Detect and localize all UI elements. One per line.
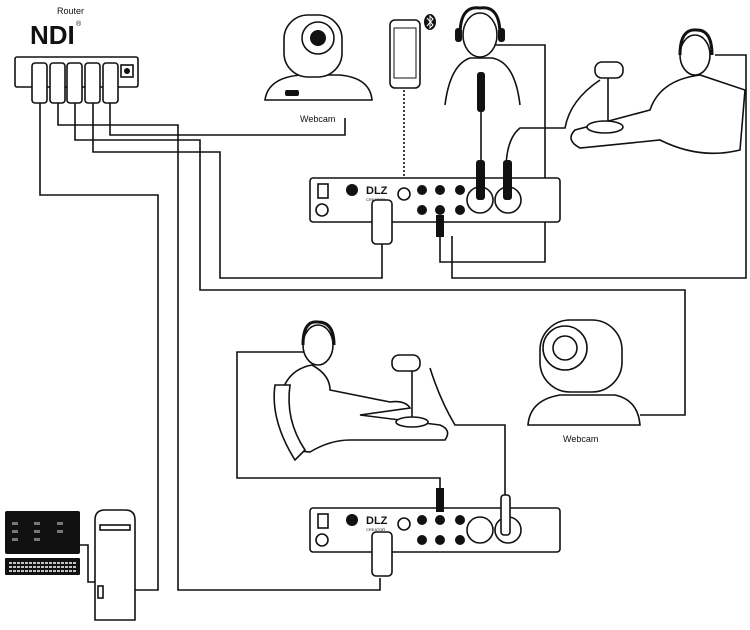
cable-guest1-headphones [451,54,747,279]
mic-plug [500,494,511,536]
computer-tower-icon [94,509,136,621]
microphone-icon [477,72,485,112]
webcam-1-label: Webcam [300,114,335,124]
ndi-logo-mark: ® [76,20,82,28]
cable-guest2-mic [429,367,506,500]
microphone-icon [594,61,624,79]
host-person [444,6,521,112]
headphones-icon [301,320,336,346]
cable-router-to-mixer-2 [57,88,381,591]
mixer-2: DLZ CREATOR [309,488,561,577]
cable-router-to-webcam-1 [109,88,346,136]
cable-guest1-mic [505,79,601,176]
mixer-2-brand: DLZ [366,515,388,527]
cable-router-to-webcam-2 [74,88,686,416]
ethernet-plug [371,531,393,577]
router-ports [31,62,134,104]
webcam-1: Webcam [264,14,373,124]
ethernet-plug [371,199,393,245]
microphone-icon [391,354,421,372]
webcam-2-label: Webcam [563,434,598,444]
mixer-1: DLZ CREATOR [309,160,561,245]
smartphone-icon [389,19,421,89]
webcam-2: Webcam [527,319,641,444]
headphone-plug [436,215,444,237]
headphones-icon [678,28,714,56]
router: Router NDI ® [14,6,139,104]
headphone-plug [436,488,444,512]
cable-router-to-mixer-1 [92,88,383,279]
cable-host-headphones [439,44,546,263]
ndi-logo: NDI [30,20,75,50]
router-label: Router [57,6,84,16]
computer-setup [5,509,136,621]
mixer-2-model: CREATOR [366,527,385,532]
headphones-icon [458,6,502,36]
cables [39,44,747,591]
cable-router-to-pc [39,88,159,591]
guest-1-person [570,28,746,155]
mic-plug [476,160,485,200]
cable-monitor-to-pc [80,544,98,583]
cable-guest2-headphones [236,351,441,500]
bluetooth-icon [424,14,436,30]
mic-plug [503,160,512,200]
monitor-icon [5,511,80,554]
mixer-1-brand: DLZ [366,185,388,197]
guest-2-person [273,320,449,462]
